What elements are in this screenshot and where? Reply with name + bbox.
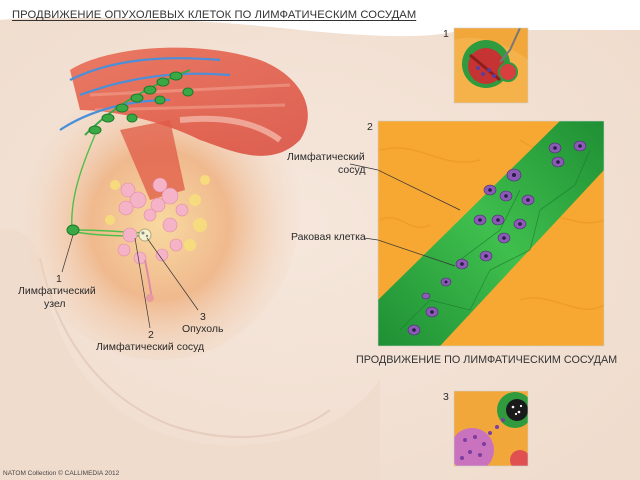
inset-3-number: 3: [443, 391, 449, 403]
fat-tissue: [105, 175, 210, 251]
inset-2-vessel-label-line1: Лимфатический: [287, 151, 365, 163]
inset-2-vessel-label-line2: сосуд: [338, 164, 366, 176]
lymph-node-label-line1: Лимфатический: [18, 285, 96, 297]
lymph-node-number: 1: [56, 273, 62, 285]
tumor-label: Опухоль: [182, 323, 224, 335]
cancer-cells: [407, 140, 587, 336]
lymphatic-vessel-number: 2: [148, 329, 154, 341]
inset-2-cell-label: Раковая клетка: [291, 231, 366, 243]
leader-lines: [61, 234, 199, 329]
inset-2-leaders: [378, 169, 461, 267]
nipple: [146, 294, 154, 302]
tumor: [138, 228, 152, 242]
lymph-node-label-line2: узел: [44, 298, 66, 310]
chest-muscle: [70, 47, 308, 200]
inset-1-number: 1: [443, 28, 449, 40]
inset-3-image: [454, 391, 528, 466]
inset-2-caption: ПРОДВИЖЕНИЕ ПО ЛИМФАТИЧЕСКИМ СОСУДАМ: [356, 354, 618, 366]
inset-2-number: 2: [367, 121, 373, 133]
lymph-node: [66, 224, 80, 236]
tumor-number: 3: [200, 311, 206, 323]
inset-2-image: [378, 121, 604, 346]
lymphatic-vessel-label: Лимфатический сосуд: [96, 341, 205, 353]
lymph-chain: [84, 69, 194, 136]
inset-1-image: [454, 28, 528, 103]
page-title: ПРОДВИЖЕНИЕ ОПУХОЛЕВЫХ КЛЕТОК ПО ЛИМФАТИ…: [12, 9, 417, 21]
copyright-credit: NATOM Collection © CALLIMEDIA 2012: [3, 470, 120, 477]
mammary-lobules: [117, 177, 189, 265]
